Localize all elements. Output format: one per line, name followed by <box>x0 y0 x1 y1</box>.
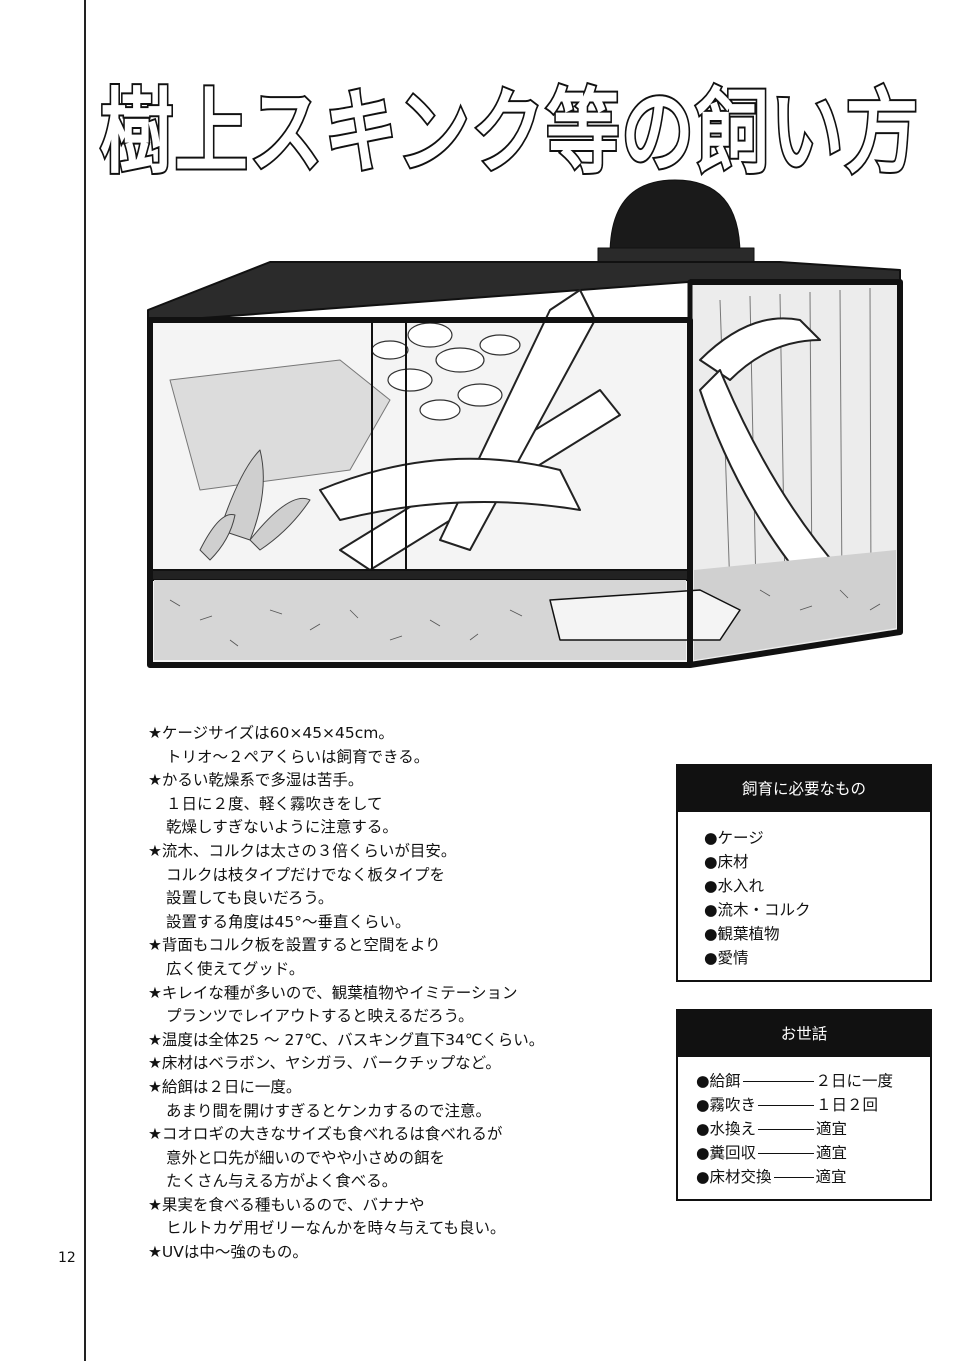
supply-item: ●水入れ <box>704 877 765 895</box>
care-frequency-value: 適宜 <box>816 1120 848 1138</box>
supplies-list: ●ケージ ●床材 ●水入れ ●流木・コルク ●観葉植物 ●愛情 <box>678 812 930 980</box>
cage-outline <box>147 317 693 668</box>
note-line: ★キレイな種が多いので、観葉植物やイミテーション <box>148 983 518 1002</box>
note-continuation-line: あまり間を開けすぎるとケンカするので注意。 <box>166 1101 492 1120</box>
care-row: ●霧吹き １日２回 <box>696 1093 930 1117</box>
note-item: ★流木、コルクは太さの３倍くらいが目安。コルクは枝タイプだけでなく板タイプを設置… <box>148 840 668 934</box>
leader-line <box>742 1080 814 1082</box>
care-box-title: お世話 <box>678 1011 930 1057</box>
care-row: ●糞回収 適宜 <box>696 1141 930 1165</box>
note-continuation-line: 設置しても良いだろう。 <box>166 889 334 908</box>
note-item: ★UVは中～強のもの。 <box>148 1241 668 1265</box>
note-item: ★給餌は２日に一度。あまり間を開けすぎるとケンカするので注意。 <box>148 1076 668 1123</box>
substrate-texture <box>169 589 881 647</box>
note-continuation-line: 広く使えてグッド。 <box>166 959 305 978</box>
note-line: ★温度は全体25 ～ 27℃、バスキング直下34℃くらい。 <box>148 1030 545 1049</box>
note-line: ★給餌は２日に一度。 <box>148 1077 302 1096</box>
note-continuation-line: 設置する角度は45°～垂直くらい。 <box>166 912 411 931</box>
care-task-label: ●給餌 <box>696 1072 741 1090</box>
care-notes-list: ★ケージサイズは60×45×45cm。トリオ～２ペアくらいは飼育できる。★かるい… <box>148 722 668 1265</box>
note-continuation-line: たくさん与える方がよく食べる。 <box>166 1172 398 1191</box>
page-title: 樹上スキンク等の飼い方 <box>96 52 926 202</box>
note-line: ★果実を食べる種もいるので、バナナや <box>148 1195 425 1214</box>
leader-line <box>758 1104 815 1106</box>
page-number: 12 <box>58 1250 76 1266</box>
care-task-label: ●霧吹き <box>696 1096 757 1114</box>
note-line: ★UVは中～強のもの。 <box>148 1243 308 1262</box>
note-line: ★かるい乾燥系で多湿は苦手。 <box>148 771 364 790</box>
care-task-label: ●水換え <box>696 1120 757 1138</box>
supply-item: ●愛情 <box>704 949 749 967</box>
care-task-label: ●糞回収 <box>696 1144 757 1162</box>
note-line: ★背面もコルク板を設置すると空間をより <box>148 936 441 955</box>
care-row: ●給餌 ２日に一度 <box>696 1069 930 1093</box>
note-item: ★果実を食べる種もいるので、バナナやヒルトカゲ用ゼリーなんかを時々与えても良い。 <box>148 1194 668 1241</box>
note-item: ★かるい乾燥系で多湿は苦手。 １日に２度、軽く霧吹きをして乾燥しすぎないように注意… <box>148 769 668 840</box>
basking-lamp-dome <box>609 179 741 256</box>
note-item: ★ケージサイズは60×45×45cm。トリオ～２ペアくらいは飼育できる。 <box>148 722 668 769</box>
note-item: ★背面もコルク板を設置すると空間をより広く使えてグッド。 <box>148 934 668 981</box>
note-item: ★キレイな種が多いので、観葉植物やイミテーションプランツでレイアウトすると映える… <box>148 982 668 1029</box>
foliage-plant <box>371 322 521 421</box>
substrate-floor-side <box>694 550 896 660</box>
supply-item: ●流木・コルク <box>704 901 811 919</box>
care-row: ●水換え 適宜 <box>696 1117 930 1141</box>
supplies-box-title: 飼育に必要なもの <box>678 766 930 812</box>
care-frequency-value: ２日に一度 <box>815 1072 894 1090</box>
note-item: ★コオロギの大きなサイズも食べれるは食べれるが意外と口先が細いのでやや小さめの餌… <box>148 1123 668 1194</box>
note-continuation-line: 意外と口先が細いのでやや小さめの餌を <box>166 1148 446 1167</box>
supply-item: ●ケージ <box>704 829 764 847</box>
note-item: ★温度は全体25 ～ 27℃、バスキング直下34℃くらい。 <box>148 1029 668 1053</box>
care-task-label: ●床材交換 <box>696 1168 772 1186</box>
basking-lamp-rim <box>597 247 755 263</box>
note-continuation-line: 乾燥しすぎないように注意する。 <box>166 818 398 837</box>
care-frequency-value: 適宜 <box>816 1144 848 1162</box>
note-continuation-line: プランツでレイアウトすると映えるだろう。 <box>166 1007 474 1026</box>
note-line: ★流木、コルクは太さの３倍くらいが目安。 <box>148 841 457 860</box>
note-continuation-line: １日に２度、軽く霧吹きをして <box>166 794 383 813</box>
driftwood <box>319 289 841 601</box>
cage-top-frame <box>147 261 901 323</box>
note-continuation-line: コルクは枝タイプだけでなく板タイプを <box>166 865 446 884</box>
cork-bark-piece <box>549 589 741 641</box>
supplies-box: 飼育に必要なもの ●ケージ ●床材 ●水入れ ●流木・コルク ●観葉植物 ●愛情 <box>676 764 932 982</box>
note-line: ★ケージサイズは60×45×45cm。 <box>148 724 394 742</box>
note-continuation-line: ヒルトカゲ用ゼリーなんかを時々与えても良い。 <box>166 1219 506 1238</box>
cage-side-outline <box>689 279 903 668</box>
leader-line <box>758 1128 815 1130</box>
title-graphic: 樹上スキンク等の飼い方 <box>98 77 920 188</box>
supply-item: ●観葉植物 <box>704 925 780 943</box>
leader-line <box>758 1152 815 1154</box>
note-item: ★床材はベラボン、ヤシガラ、バークチップなど。 <box>148 1052 668 1076</box>
care-frequency-value: 適宜 <box>815 1168 847 1186</box>
cage-bottom-rail <box>149 569 691 581</box>
note-line: ★コオロギの大きなサイズも食べれるは食べれるが <box>148 1125 503 1144</box>
note-continuation-line: トリオ～２ペアくらいは飼育できる。 <box>166 747 430 766</box>
page-edge-line <box>84 0 86 1361</box>
fern-plant <box>199 449 311 561</box>
title-text: 樹上スキンク等の飼い方 <box>100 79 920 186</box>
care-row: ●床材交換 適宜 <box>696 1165 930 1189</box>
note-line: ★床材はベラボン、ヤシガラ、バークチップなど。 <box>148 1054 501 1073</box>
care-frequency-value: １日２回 <box>816 1096 879 1114</box>
supply-item: ●床材 <box>704 853 749 871</box>
leader-line <box>773 1176 814 1178</box>
terrarium-illustration <box>147 179 903 668</box>
